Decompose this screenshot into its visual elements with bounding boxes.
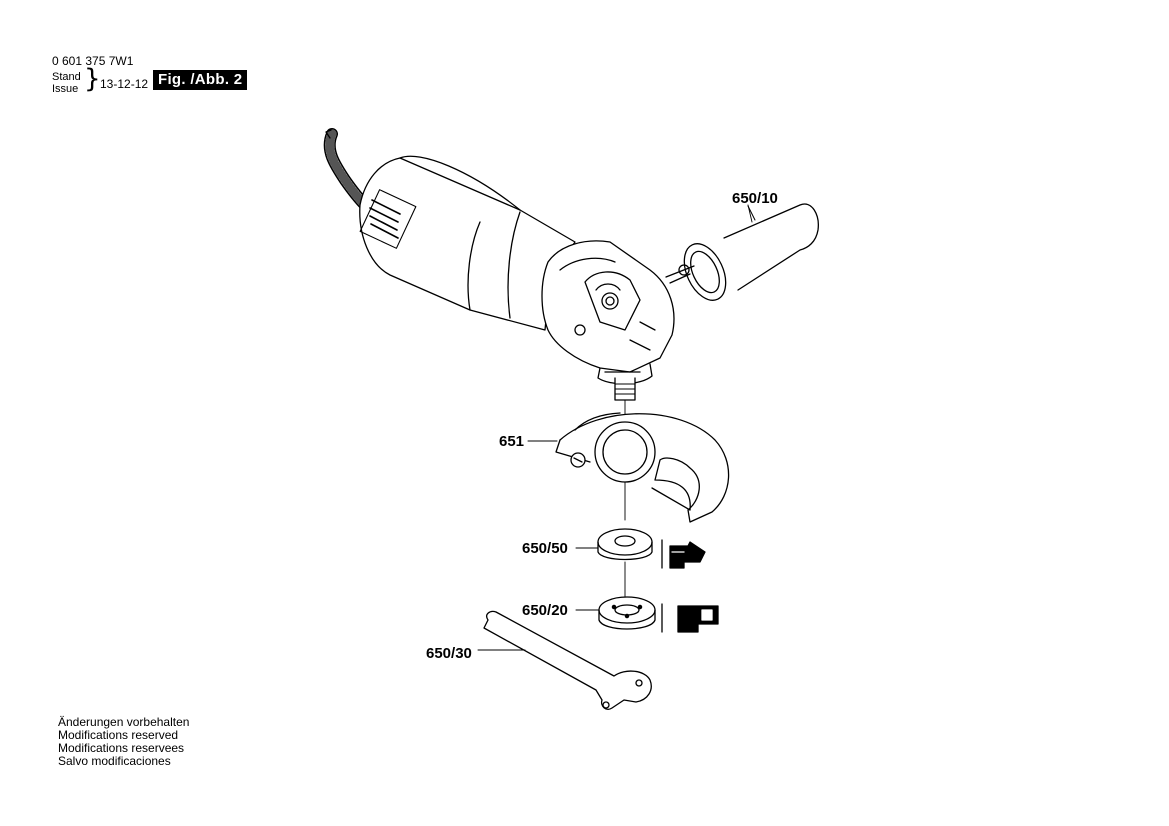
- issue-date: 13-12-12: [100, 77, 149, 91]
- gear-head: [541, 240, 675, 471]
- protection-guard: [555, 412, 730, 523]
- flange-section-symbol-2: [661, 603, 719, 633]
- auxiliary-handle: [665, 203, 819, 301]
- two-pin-spanner: [483, 610, 652, 710]
- stand-issue-labels: Stand Issue: [52, 71, 81, 95]
- leader-lines: [477, 205, 756, 651]
- modification-notes: Änderungen vorbehalten Modifications res…: [58, 716, 189, 768]
- part-label-650-10: 650/10: [732, 190, 778, 207]
- power-cord: [323, 128, 372, 212]
- note-en: Modifications reserved: [58, 728, 179, 742]
- part-label-651: 651: [499, 433, 525, 450]
- part-number: 0 601 375 7W1: [52, 54, 134, 68]
- clamping-nut: [598, 596, 656, 630]
- figure-label: Fig. /Abb. 2: [153, 70, 248, 90]
- flange-section-symbol-1: [661, 539, 706, 569]
- note-es: Salvo modificaciones: [58, 754, 171, 768]
- part-label-650-30: 650/30: [426, 645, 472, 662]
- part-label-650-50: 650/50: [522, 540, 568, 557]
- note-de: Änderungen vorbehalten: [58, 715, 190, 729]
- part-label-650-20: 650/20: [522, 602, 568, 619]
- issue-label: Issue: [52, 83, 79, 95]
- brace-glyph: }: [84, 64, 101, 94]
- stand-label: Stand: [52, 71, 81, 83]
- note-fr: Modifications reservees: [58, 741, 185, 755]
- mounting-flange: [597, 528, 653, 599]
